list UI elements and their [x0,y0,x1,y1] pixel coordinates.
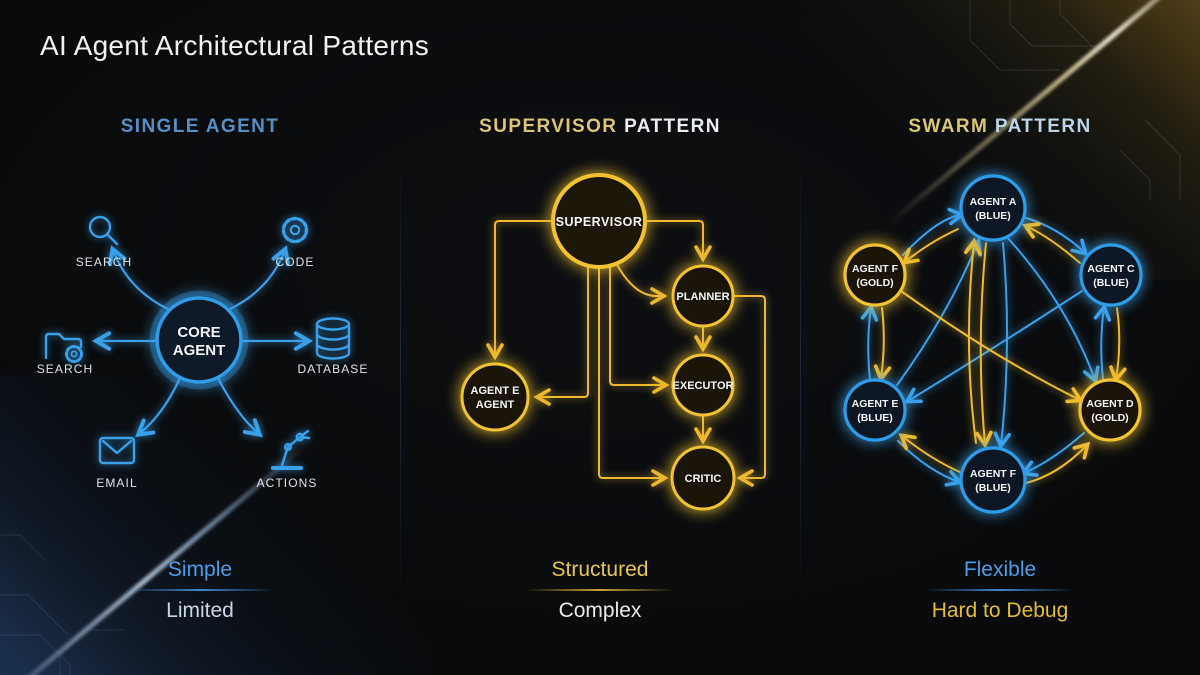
agent-f-blue-node [959,446,1027,514]
critic-node-label: CRITIC [685,473,722,485]
robot-arm-icon [271,429,311,470]
agent-a-node [959,174,1027,242]
agent-f-gold-label-2: (GOLD) [856,277,893,289]
agent-e-node-label-1: AGENT E [471,385,520,397]
agent-c-label-2: (BLUE) [1093,277,1129,289]
header-supervisor-rest: PATTERN [624,116,721,137]
single-agent-spokes [91,245,314,438]
agent-d-node [1078,378,1142,442]
tool-label-database: DATABASE [297,362,368,376]
footer-single-bottom: Limited [166,599,234,622]
supervisor-node-label: SUPERVISOR [556,215,643,229]
footer-swarm: Flexible Hard to Debug [800,558,1200,623]
header-swarm-rest: PATTERN [994,116,1092,137]
agent-c-label-1: AGENT C [1087,263,1135,275]
executor-node [671,353,735,417]
tool-label-actions: ACTIONS [256,476,317,490]
email-icon [98,436,136,465]
header-single-agent: SINGLE AGENT [120,116,280,137]
critic-node [670,445,736,511]
agent-f-blue-label-1: AGENT F [970,468,1017,480]
magnifier-icon [88,215,119,246]
agent-a-label-2: (BLUE) [975,210,1011,222]
footer-swarm-bottom: Hard to Debug [931,599,1069,622]
agent-a-label-1: AGENT A [970,196,1017,208]
header-supervisor-accent: SUPERVISOR [479,116,618,137]
agent-d-label-2: (GOLD) [1091,412,1128,424]
single-agent-diagram: CORE AGENT [37,215,368,490]
tool-label-code: CODE [275,255,314,269]
agent-e-blue-label-2: (BLUE) [857,412,893,424]
header-swarm-accent: SWARM [908,116,989,137]
footer-supervisor-top: Structured [551,558,649,581]
swarm-edges-gold [873,222,1127,484]
footer-divider [925,589,1075,591]
footer-swarm-top: Flexible [963,558,1037,581]
supervisor-pattern-diagram: SUPERVISOR PLANNER EXECUTOR CRITIC AGENT… [460,173,766,511]
footer-divider [525,589,675,591]
swarm-pattern-diagram: AGENT A (BLUE) AGENT F (GOLD) AGENT C (B… [843,174,1143,514]
header-supervisor-pattern: SUPERVISOR PATTERN [400,116,800,138]
footer-supervisor-bottom: Complex [558,599,642,622]
agent-f-blue-label-2: (BLUE) [975,482,1011,494]
planner-node-label: PLANNER [676,291,729,303]
gear-icon [281,216,309,244]
supervisor-edges [486,220,766,487]
page-title: AI Agent Architectural Patterns [40,30,430,61]
planner-node [671,264,735,328]
supervisor-node [551,173,647,269]
agent-f-gold-node [843,243,907,307]
agent-e-blue-label-1: AGENT E [852,398,899,410]
agent-f-gold-label-1: AGENT F [852,263,899,275]
agent-e-node [460,362,530,432]
tool-label-search-left: SEARCH [37,362,94,376]
agent-e-blue-node [843,378,907,442]
database-icon [315,317,351,360]
footer-supervisor: Structured Complex [400,558,800,623]
core-agent-node [149,290,249,390]
agent-d-label-1: AGENT D [1086,398,1134,410]
core-agent-label-1: CORE [177,324,220,341]
agent-c-node [1079,243,1143,307]
header-swarm-pattern: SWARM PATTERN [800,116,1200,138]
tool-label-email: EMAIL [96,476,138,490]
executor-node-label: EXECUTOR [673,380,734,392]
agent-e-node-label-2: AGENT [476,399,515,411]
tool-label-search-top: SEARCH [76,255,133,269]
footer-single: Simple Limited [0,558,400,623]
footer-single-top: Simple [167,558,233,581]
folder-gear-icon [44,332,83,363]
footer-divider [125,589,275,591]
core-agent-label-2: AGENT [173,342,226,359]
